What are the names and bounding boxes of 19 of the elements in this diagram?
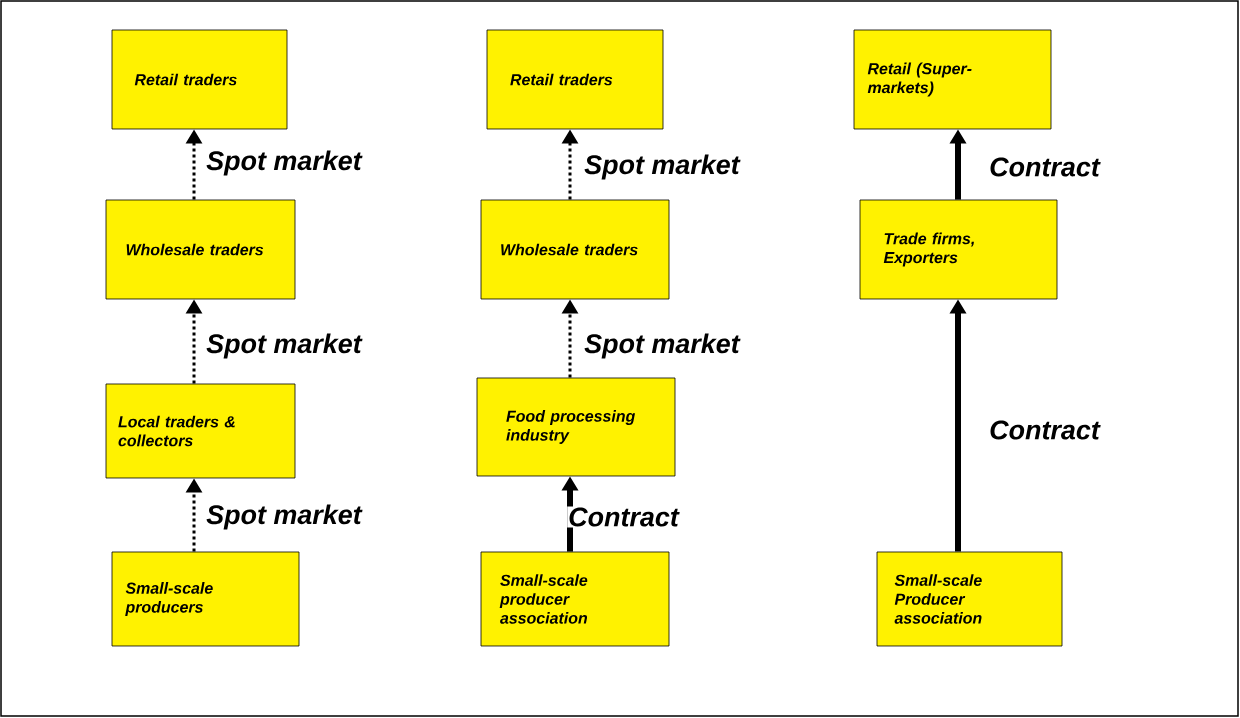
process-box: Small-scale producer association [480,551,670,647]
process-box: Wholesale traders [105,199,296,300]
process-box: Retail traders [111,29,288,130]
process-box: Trade firms, Exporters [859,199,1058,300]
edge-label: Spot market [206,504,363,530]
edge-label: Spot market [206,150,363,176]
edge-label: Spot market [584,333,741,359]
process-box: Local traders & collectors [105,383,296,479]
process-box: Retail traders [486,29,664,130]
process-box: Food processing industry [476,377,676,477]
edge-label: Contract [990,420,1101,440]
edge-label: Contract [990,157,1101,177]
edge-label: Spot market [206,333,363,359]
process-box: Retail (Super-markets) [853,29,1052,130]
edge-label: Contract [569,507,680,527]
process-box: Small-scale producers [111,551,300,647]
process-box: Wholesale traders [480,199,670,300]
process-box: Small-scale Producer association [876,551,1063,647]
edge-label: Spot market [584,154,741,180]
